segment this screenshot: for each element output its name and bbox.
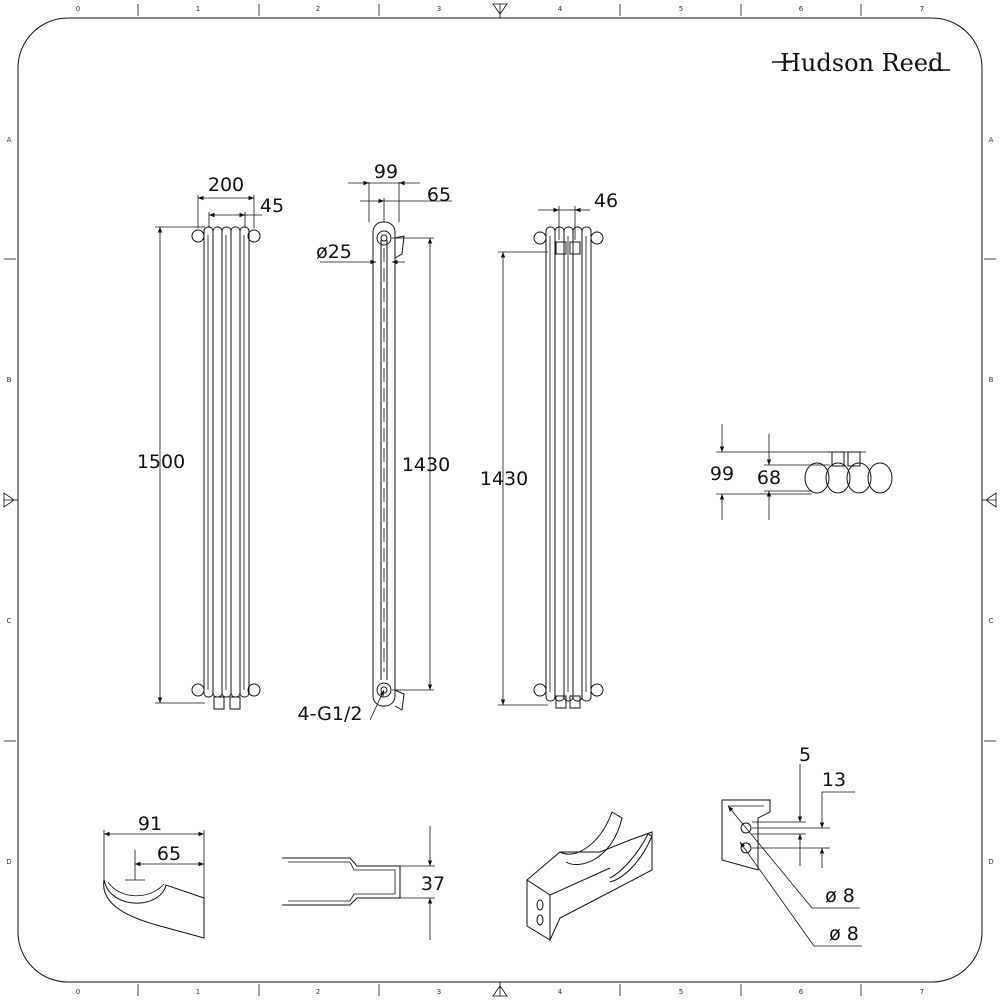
bracket-hole-spacing-label: 13 [822,769,846,791]
row-label: D [6,858,11,866]
side-depth-label: 99 [374,161,398,183]
center-mark-top-icon [492,3,508,18]
col-label: 6 [799,5,804,13]
top-column-depth-label: 68 [757,467,781,489]
bracket-outer-label: 91 [138,813,162,835]
col-label: 3 [437,988,441,996]
side-inlets-label: 4-G1/2 [298,703,363,725]
front-view: 200 45 1500 [137,174,284,710]
col-label: 5 [679,988,683,996]
row-label: A [989,136,994,144]
brand-logo: Hudson Reed [772,49,950,77]
top-depth-label: 99 [710,463,734,485]
col-label: 4 [558,988,563,996]
row-label: B [7,376,12,384]
bracket-side-view: 37 [282,826,445,940]
row-label: D [988,858,993,866]
bracket-plan-view: 91 65 [103,813,205,939]
front-pitch-label: 45 [260,195,284,217]
col-label: 1 [196,5,200,13]
center-mark-left-icon [3,492,18,508]
bracket-inner-label: 65 [157,843,181,865]
col-label: 2 [316,988,320,996]
col-label: 5 [679,5,683,13]
rear-pitch-label: 46 [594,190,618,212]
row-label: A [7,136,12,144]
front-height-label: 1500 [137,451,185,473]
center-mark-bottom-icon [492,982,508,997]
col-label: 7 [920,5,924,13]
rear-centres-label: 1430 [480,468,528,490]
row-label: B [989,376,994,384]
center-mark-right-icon [982,492,997,508]
bracket-hole-offset-label: 5 [799,744,811,766]
bracket-hole-diameter-1-label: ø 8 [825,885,855,907]
col-label: 2 [316,5,320,13]
col-label: 3 [437,5,441,13]
side-centres-label: 1430 [402,454,450,476]
drawing-frame: 0 1 2 3 4 5 6 7 0 1 2 3 4 5 6 7 A B C D … [3,3,997,997]
side-view: 99 65 ø25 1430 4-G1/2 [298,161,452,725]
col-label: 7 [920,988,924,996]
col-label: 4 [558,5,563,13]
brand-name: Hudson Reed [780,49,943,77]
col-label: 0 [76,5,80,13]
row-label: C [989,617,994,625]
col-label: 1 [196,988,200,996]
bracket-width-label: 37 [421,873,445,895]
bracket-iso-view [526,811,653,941]
col-label: 6 [799,988,804,996]
bracket-hole-diameter-2-label: ø 8 [829,923,859,945]
row-label: C [7,617,12,625]
side-pipe-diameter-label: ø25 [316,241,352,263]
side-offset-label: 65 [427,184,451,206]
bracket-hole-view: 5 13 ø 8 ø 8 [721,744,862,947]
front-width-label: 200 [208,174,244,196]
rear-view: 46 1430 [480,190,618,709]
top-view: 99 68 [710,424,893,520]
col-label: 0 [76,988,80,996]
